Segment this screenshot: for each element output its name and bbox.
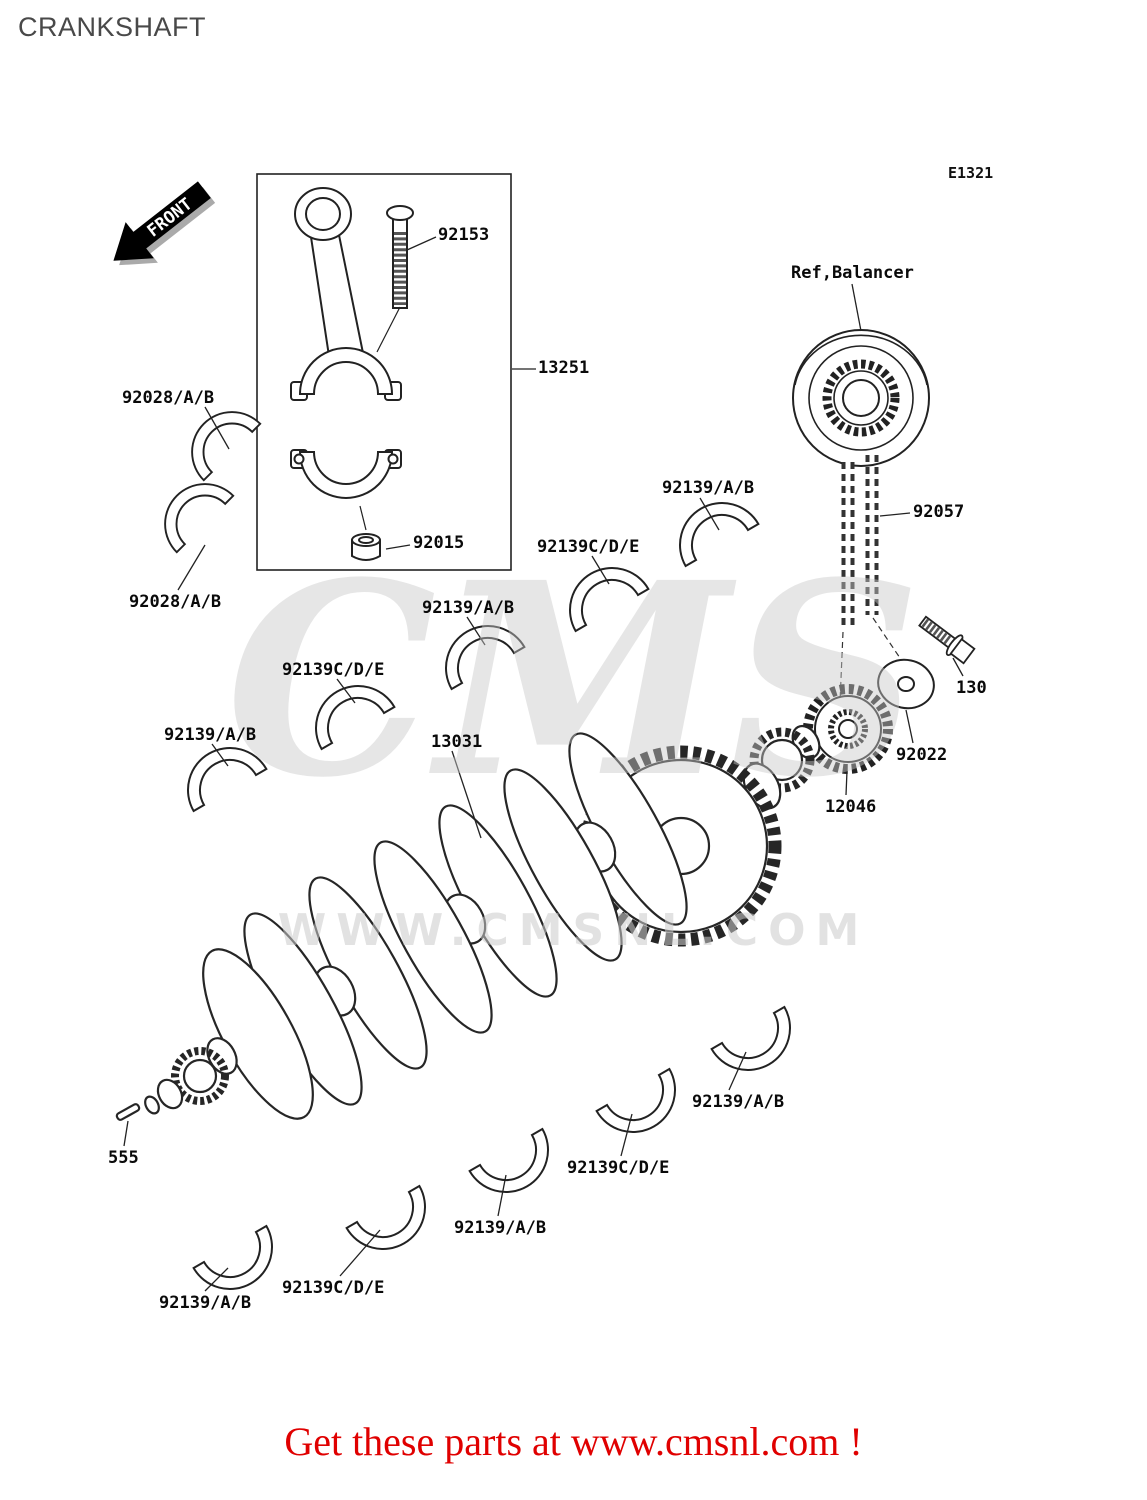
part-label-92139C/D/E[interactable]: 92139C/D/E [282,1278,385,1298]
part-label-92022[interactable]: 92022 [896,745,948,765]
washer-drawing [877,658,935,710]
part-label-92139C/D/E[interactable]: 92139C/D/E [282,660,385,680]
part-label-92139/A/B[interactable]: 92139/A/B [164,725,257,745]
part-label-92139/A/B[interactable]: 92139/A/B [422,598,515,618]
part-label-130[interactable]: 130 [956,678,987,698]
part-label-12046[interactable]: 12046 [825,797,877,817]
connecting-rod-drawing [256,173,512,571]
leader-lines [123,236,964,1292]
diagram-code: E1321 [948,164,994,182]
footer-cta[interactable]: Get these parts at www.cmsnl.com ! [284,1419,863,1464]
part-label-92139C/D/E[interactable]: 92139C/D/E [537,537,640,557]
crankshaft-drawing [115,724,821,1121]
part-label-92057[interactable]: 92057 [913,502,965,522]
page-title: CRANKSHAFT [18,12,207,42]
part-label-92139/A/B[interactable]: 92139/A/B [454,1218,547,1238]
part-label-92153[interactable]: 92153 [438,225,490,245]
part-label-13031[interactable]: 13031 [431,732,483,752]
bolt-drawing [918,615,976,665]
part-label-92139/A/B[interactable]: 92139/A/B [159,1293,252,1313]
part-label-92139C/D/E[interactable]: 92139C/D/E [567,1158,670,1178]
part-label-555[interactable]: 555 [108,1148,139,1168]
part-label-13251[interactable]: 13251 [538,358,590,378]
balancer-gear-drawing [803,684,893,774]
chain-drawing [839,455,901,703]
balancer-drawing [792,329,930,467]
part-label-92139/A/B[interactable]: 92139/A/B [692,1092,785,1112]
part-label-Ref,Balancer[interactable]: Ref,Balancer [791,263,914,283]
part-label-92028/A/B[interactable]: 92028/A/B [129,592,222,612]
part-label-92139/A/B[interactable]: 92139/A/B [662,478,755,498]
part-label-92028/A/B[interactable]: 92028/A/B [122,388,215,408]
part-label-92015[interactable]: 92015 [413,533,465,553]
